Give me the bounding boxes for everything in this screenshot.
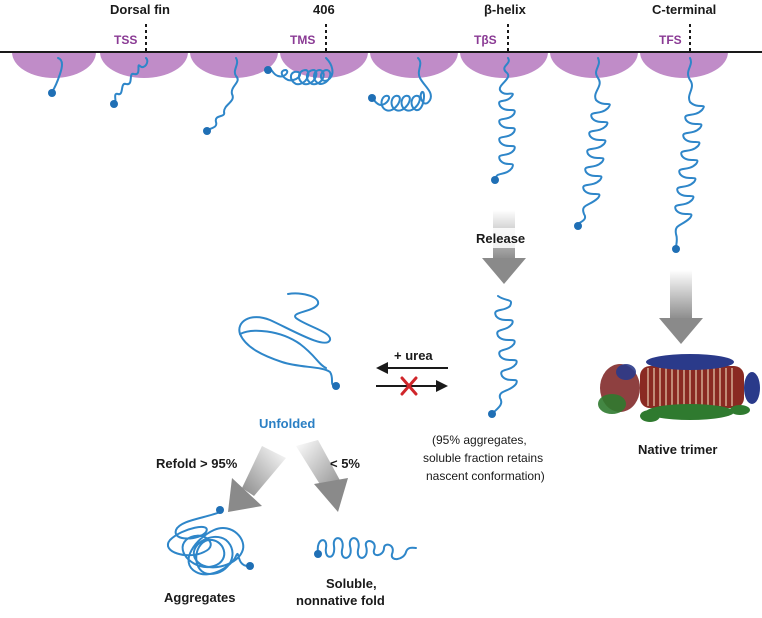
label-soluble-1: Soluble,	[326, 576, 377, 591]
site-tfs: TFS	[659, 33, 682, 47]
label-unfolded: Unfolded	[259, 416, 315, 431]
label-dorsal-fin: Dorsal fin	[110, 2, 170, 17]
nascent-chain-2	[110, 57, 149, 108]
blocked-x-icon	[400, 376, 418, 396]
ribosome-1	[12, 52, 96, 78]
nascent-chain-4	[264, 57, 334, 86]
soluble-arrow	[296, 440, 348, 512]
label-urea: + urea	[394, 348, 433, 363]
label-c-terminal: C-terminal	[652, 2, 716, 17]
urea-arrow-left	[376, 362, 448, 374]
label-native-trimer: Native trimer	[638, 442, 717, 457]
native-trimer-structure	[598, 354, 760, 422]
ribosome-6	[460, 52, 548, 78]
ribosome-5	[370, 52, 458, 78]
label-beta-helix: β-helix	[484, 2, 527, 17]
note-line-2: soluble fraction retains	[423, 451, 543, 465]
aggregates-tangle	[166, 506, 254, 576]
nascent-chain-7	[574, 57, 611, 230]
label-less-5: < 5%	[330, 456, 360, 471]
note-line-1: (95% aggregates,	[432, 433, 527, 447]
nascent-chain-5	[368, 57, 432, 112]
ribosome-8	[640, 52, 728, 78]
site-tms: TMS	[290, 33, 315, 47]
ribosome-3	[190, 52, 278, 78]
native-arrow	[659, 270, 703, 344]
site-tss: TSS	[114, 33, 137, 47]
label-soluble-2: nonnative fold	[296, 593, 385, 608]
ribosome-2	[100, 52, 188, 78]
nascent-chain-8	[672, 57, 705, 253]
refold-arrow	[228, 446, 286, 512]
label-refold: Refold > 95%	[156, 456, 238, 471]
nascent-chain-3	[203, 57, 239, 135]
site-ticks	[145, 24, 691, 52]
unfolded-chain	[238, 292, 340, 390]
ribosome-row	[12, 52, 728, 78]
released-chain	[488, 295, 518, 418]
nascent-chain-6	[491, 57, 516, 184]
note-line-3: nascent conformation)	[426, 469, 545, 483]
soluble-fold	[314, 537, 417, 560]
site-tbs: TβS	[474, 33, 497, 47]
nascent-chain-1	[48, 57, 63, 97]
label-aggregates: Aggregates	[164, 590, 236, 605]
label-release: Release	[476, 231, 525, 246]
ribosome-7	[550, 52, 638, 78]
label-406: 406	[313, 2, 335, 17]
